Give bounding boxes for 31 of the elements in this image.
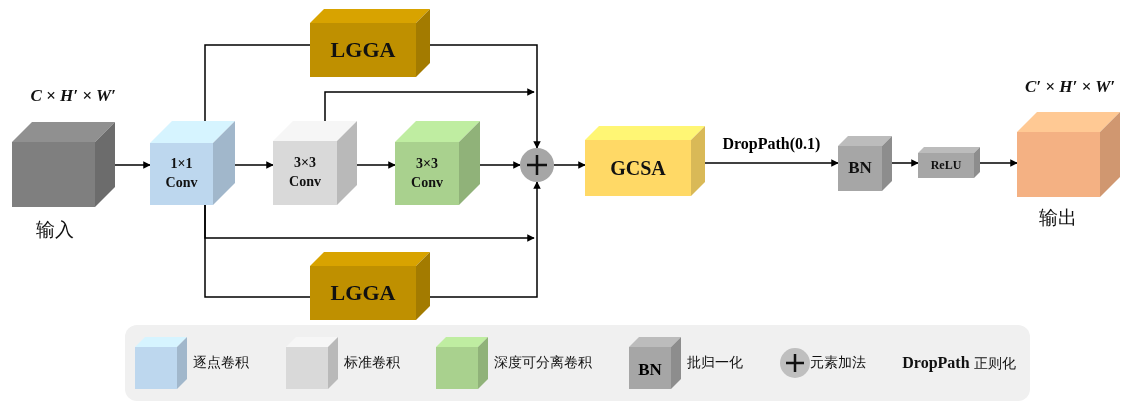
tensor-shape-label: C′ × H′ × W′: [1025, 77, 1116, 97]
arrow: [356, 161, 396, 169]
block-label: 3×3 Conv: [410, 154, 444, 192]
legend-label: 元素加法: [809, 354, 866, 372]
block-label: LGGA: [330, 279, 396, 308]
arrow: [979, 159, 1018, 167]
legend-label: 标准卷积: [343, 354, 400, 372]
legend-label: 深度可分离卷积: [494, 354, 593, 372]
block-label: GCSA: [610, 155, 666, 181]
arrow: [429, 44, 541, 149]
arrow: [479, 161, 521, 169]
arrow: [429, 181, 541, 298]
legend-label: 批归一化: [686, 354, 743, 372]
swatch-label: BN: [638, 360, 662, 379]
tensor-shape-label: C × H′ × W′: [30, 86, 116, 106]
edge-label: DropPath(0.1): [721, 135, 822, 153]
arrow: [553, 161, 586, 169]
legend-label: DropPath 正则化: [902, 353, 1016, 373]
arrow: [234, 161, 274, 169]
arrow: [704, 159, 839, 167]
node-label: 输出: [1039, 205, 1077, 230]
node-label: 输入: [36, 217, 74, 242]
block-label: 3×3 Conv: [288, 154, 322, 191]
arrow: [114, 161, 151, 169]
block-label: BN: [848, 157, 872, 180]
legend-label: 逐点卷积: [193, 354, 249, 372]
arrow: [324, 88, 535, 122]
block-label: ReLU: [930, 157, 962, 174]
block-label: 1×1 Conv: [164, 155, 199, 192]
arrow: [891, 159, 919, 167]
block-label: LGGA: [330, 36, 396, 65]
